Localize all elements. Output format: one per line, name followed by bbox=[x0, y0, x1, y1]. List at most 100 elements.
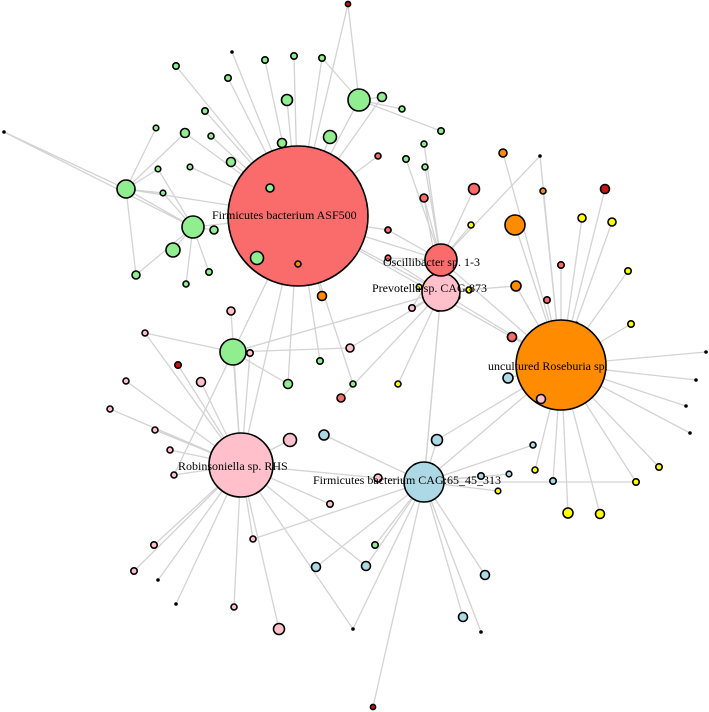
leaf-node-16 bbox=[2, 130, 6, 134]
edge-x-0 bbox=[347, 3, 360, 101]
leaf-node-94 bbox=[562, 507, 574, 519]
edge-22 bbox=[405, 158, 442, 261]
leaf-node-17 bbox=[436, 127, 445, 136]
leaf-node-81 bbox=[166, 446, 174, 454]
leaf-node-101 bbox=[130, 566, 139, 575]
leaf-node-48 bbox=[510, 280, 522, 292]
leaf-node-66 bbox=[122, 377, 130, 385]
leaf-node-32 bbox=[419, 193, 429, 203]
leaf-node-27 bbox=[467, 182, 481, 196]
edge-x-16 bbox=[3, 131, 194, 228]
leaf-node-50 bbox=[415, 283, 423, 291]
leaf-node-87 bbox=[531, 466, 539, 474]
leaf-node-22 bbox=[401, 155, 410, 164]
leaf-node-98 bbox=[150, 540, 159, 549]
leaf-node-57 bbox=[626, 319, 635, 328]
edge-99 bbox=[315, 481, 425, 568]
leaf-node-34 bbox=[607, 217, 617, 227]
leaf-node-74 bbox=[336, 393, 346, 403]
leaf-node-71 bbox=[502, 372, 514, 384]
leaf-node-56 bbox=[407, 303, 416, 312]
leaf-node-80 bbox=[430, 433, 444, 447]
label-firmicutes-bacterium-cag: Firmicutes bacterium CAG:65_45_313 bbox=[313, 473, 501, 487]
leaf-node-82 bbox=[688, 431, 692, 435]
leaf-node-85 bbox=[373, 473, 383, 483]
leaf-node-102 bbox=[479, 569, 491, 581]
hub-node-firmicutes-cag bbox=[403, 461, 445, 503]
leaf-node-96 bbox=[249, 535, 257, 543]
leaf-node-67 bbox=[195, 376, 207, 388]
green-node-2 bbox=[181, 215, 205, 239]
leaf-node-95 bbox=[594, 508, 606, 520]
leaf-node-61 bbox=[174, 360, 183, 369]
leaf-node-2 bbox=[260, 55, 269, 64]
leaf-node-38 bbox=[165, 242, 181, 258]
leaf-node-5 bbox=[172, 61, 181, 70]
edge-74 bbox=[340, 291, 442, 399]
edge-x-12 bbox=[125, 132, 186, 190]
leaf-node-91 bbox=[548, 476, 557, 485]
edge-x-40 bbox=[125, 188, 137, 276]
leaf-node-100 bbox=[360, 560, 372, 572]
leaf-node-89 bbox=[505, 470, 513, 478]
leaf-node-29 bbox=[599, 183, 611, 195]
leaf-node-109 bbox=[479, 630, 483, 634]
leaf-node-25 bbox=[186, 163, 194, 171]
overlap-node-5 bbox=[506, 331, 518, 343]
leaf-node-64 bbox=[345, 343, 355, 353]
leaf-node-76 bbox=[684, 404, 688, 408]
edge-x-20 bbox=[440, 155, 541, 261]
leaf-node-39 bbox=[467, 221, 475, 229]
leaf-node-107 bbox=[272, 622, 286, 636]
label-oscillibacter: Oscillibacter sp. 1-3 bbox=[383, 255, 480, 269]
leaf-node-97 bbox=[370, 540, 379, 549]
edge-17 bbox=[358, 99, 442, 132]
leaf-node-24 bbox=[154, 165, 162, 173]
edge-x-84 bbox=[173, 351, 234, 476]
leaf-node-84 bbox=[170, 471, 178, 479]
leaf-node-9 bbox=[398, 105, 406, 113]
leaf-node-10 bbox=[201, 107, 210, 116]
leaf-node-68 bbox=[282, 378, 294, 390]
overlap-node-0 bbox=[265, 183, 275, 193]
label-robinsoniella: Robinsoniella sp. RHS bbox=[178, 459, 288, 473]
green-node-1 bbox=[219, 338, 247, 366]
leaf-node-90 bbox=[494, 487, 502, 495]
leaf-node-63 bbox=[315, 356, 324, 365]
edge-109 bbox=[423, 481, 482, 633]
edge-106 bbox=[423, 481, 464, 618]
leaf-node-108 bbox=[351, 627, 355, 631]
leaf-node-33 bbox=[577, 213, 587, 223]
leaf-node-47 bbox=[182, 280, 190, 288]
leaf-node-69 bbox=[349, 380, 357, 388]
edge-hub-14 bbox=[423, 291, 442, 483]
leaf-node-72 bbox=[694, 378, 698, 382]
leaf-node-0 bbox=[344, 0, 352, 8]
edge-hub-17 bbox=[232, 291, 442, 353]
leaf-node-104 bbox=[174, 602, 178, 606]
label-layer: Firmicutes bacterium ASF500 Oscillibacte… bbox=[178, 208, 608, 487]
leaf-node-23 bbox=[225, 156, 237, 168]
leaf-node-7 bbox=[280, 93, 294, 107]
leaf-node-21 bbox=[374, 152, 382, 160]
leaf-node-43 bbox=[205, 267, 214, 276]
leaf-node-1 bbox=[230, 50, 234, 54]
label-firmicutes-bacterium-asf500: Firmicutes bacterium ASF500 bbox=[212, 208, 357, 222]
label-uncultured-roseburia: uncultured Roseburia sp. bbox=[488, 359, 608, 373]
hub-node-oscillibacter bbox=[424, 243, 458, 277]
leaf-node-4 bbox=[317, 53, 326, 62]
leaf-node-75 bbox=[106, 405, 114, 413]
leaf-node-46 bbox=[623, 266, 632, 275]
leaf-node-3 bbox=[289, 51, 298, 60]
hub-node-robinsoniella bbox=[208, 432, 274, 498]
leaf-node-83 bbox=[529, 441, 537, 449]
leaf-node-103 bbox=[156, 578, 160, 582]
leaf-node-99 bbox=[310, 561, 322, 573]
leaf-node-53 bbox=[542, 295, 551, 304]
leaf-node-92 bbox=[631, 477, 640, 486]
leaf-node-93 bbox=[325, 499, 334, 508]
leaf-node-62 bbox=[246, 348, 255, 357]
leaf-node-88 bbox=[654, 462, 663, 471]
leaf-node-8 bbox=[376, 91, 388, 103]
